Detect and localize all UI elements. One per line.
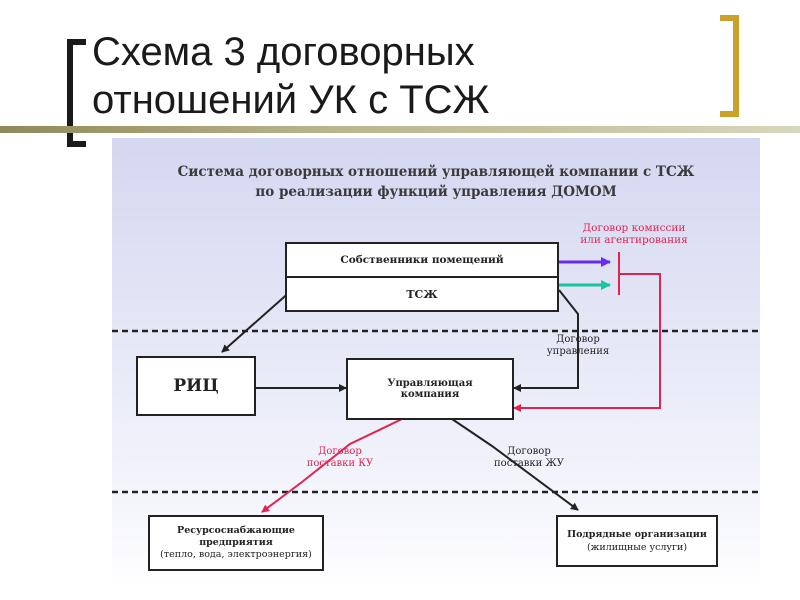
commission-label-line2: или агентирования bbox=[580, 234, 688, 246]
arrow-uk-to-resource bbox=[261, 418, 403, 513]
contractors-label-line1: Подрядные организации bbox=[567, 529, 707, 540]
ku-label-line1: Договор bbox=[318, 446, 362, 457]
mgmt-label-line1: Договор bbox=[556, 334, 600, 345]
contractors-label-line2: (жилищные услуги) bbox=[586, 542, 688, 553]
mgmt-label-line2: управления bbox=[546, 346, 610, 357]
commission-label-line1: Договор комиссии bbox=[582, 222, 686, 234]
resource-label-line3: (тепло, вода, электроэнергия) bbox=[160, 549, 312, 560]
title-rule bbox=[0, 126, 800, 133]
diagram-panel: Система договорных отношений управляющей… bbox=[112, 138, 760, 590]
ric-box: РИЦ bbox=[136, 356, 256, 416]
left-bracket-icon bbox=[67, 39, 86, 147]
zhu-contract-label: Договор поставки ЖУ bbox=[484, 446, 574, 470]
management-company-box: Управляющая компания bbox=[346, 358, 514, 420]
commission-label: Договор комиссии или агентирования bbox=[564, 222, 704, 246]
slide-title-line2: отношений УК с ТСЖ bbox=[92, 78, 490, 122]
arrow-hoa-to-ric bbox=[221, 289, 293, 353]
uk-label-line1: Управляющая bbox=[387, 378, 473, 389]
zhu-label-line1: Договор bbox=[507, 446, 551, 457]
diagram-heading-line1: Система договорных отношений управляющей… bbox=[177, 164, 695, 180]
slide-title-line1: Схема 3 договорных bbox=[92, 30, 475, 74]
resource-label-line2: предприятия bbox=[199, 537, 273, 548]
resource-suppliers-box: Ресурсоснабжающие предприятия (тепло, во… bbox=[148, 515, 324, 571]
resource-label-line1: Ресурсоснабжающие bbox=[177, 525, 295, 536]
uk-label-line2: компания bbox=[400, 389, 460, 400]
ku-label-line2: поставки КУ bbox=[306, 458, 374, 469]
hoa-box: ТСЖ bbox=[285, 276, 559, 312]
right-bracket-icon bbox=[720, 15, 739, 117]
ric-label: РИЦ bbox=[173, 376, 219, 396]
owners-label: Собственники помещений bbox=[340, 254, 504, 266]
arrow-mgmt-contract bbox=[513, 289, 579, 392]
slide-title: Схема 3 договорных отношений УК с ТСЖ bbox=[92, 28, 692, 124]
diagram-connectors bbox=[112, 252, 760, 513]
ku-contract-label: Договор поставки КУ bbox=[300, 446, 380, 470]
contractors-box: Подрядные организации (жилищные услуги) bbox=[556, 515, 718, 567]
diagram-heading-line2: по реализации функций управления ДОМОМ bbox=[255, 184, 617, 200]
arrow-uk-to-contractors bbox=[451, 418, 579, 511]
owners-box: Собственники помещений bbox=[285, 242, 559, 278]
mgmt-contract-label: Договор управления bbox=[538, 334, 618, 358]
arrow-commission-to-uk bbox=[513, 273, 661, 412]
zhu-label-line2: поставки ЖУ bbox=[494, 458, 564, 469]
hoa-label: ТСЖ bbox=[406, 287, 438, 301]
